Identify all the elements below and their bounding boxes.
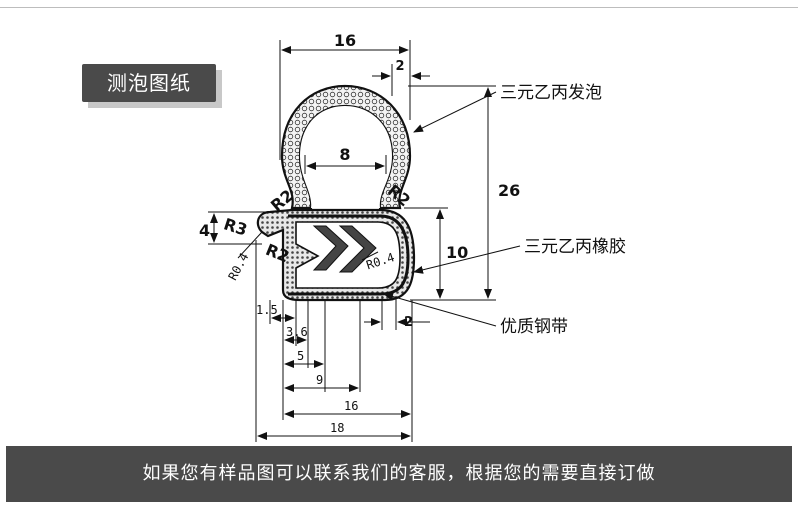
rubber-clip	[256, 208, 416, 302]
title-tag: 测泡图纸	[82, 64, 216, 102]
footer-text: 如果您有样品图可以联系我们的客服，根据您的需要直接订做	[142, 463, 656, 484]
dim-b-9: 9	[316, 373, 323, 387]
dim-wall-bottom: 2	[404, 315, 413, 330]
dim-b-18: 18	[330, 421, 344, 435]
dim-b-16: 16	[344, 399, 358, 413]
footer-banner: 如果您有样品图可以联系我们的客服，根据您的需要直接订做	[6, 446, 792, 502]
top-divider	[0, 7, 798, 8]
callout-foam: 三元乙丙发泡	[500, 83, 602, 103]
dim-radius-r3: R3	[221, 214, 249, 239]
dim-b-5: 5	[297, 349, 304, 363]
dim-height-total: 26	[498, 181, 520, 200]
foam-bulb	[280, 84, 412, 210]
dim-bulb-inner: 8	[339, 145, 350, 164]
callout-steel: 优质钢带	[500, 317, 568, 337]
dim-radius-r04-left: R0.4	[225, 251, 251, 283]
dim-b-3-6: 3.6	[286, 325, 308, 339]
dim-wall-top: 2	[395, 59, 404, 74]
dim-height-clip: 10	[446, 243, 468, 262]
dimension-lines	[208, 40, 521, 442]
dim-lip-height: 4	[199, 221, 210, 240]
title-tag-text: 测泡图纸	[107, 71, 191, 95]
callout-rubber: 三元乙丙橡胶	[524, 237, 626, 257]
dim-b-1-5: 1.5	[256, 303, 278, 317]
dim-top-width: 16	[334, 31, 356, 50]
